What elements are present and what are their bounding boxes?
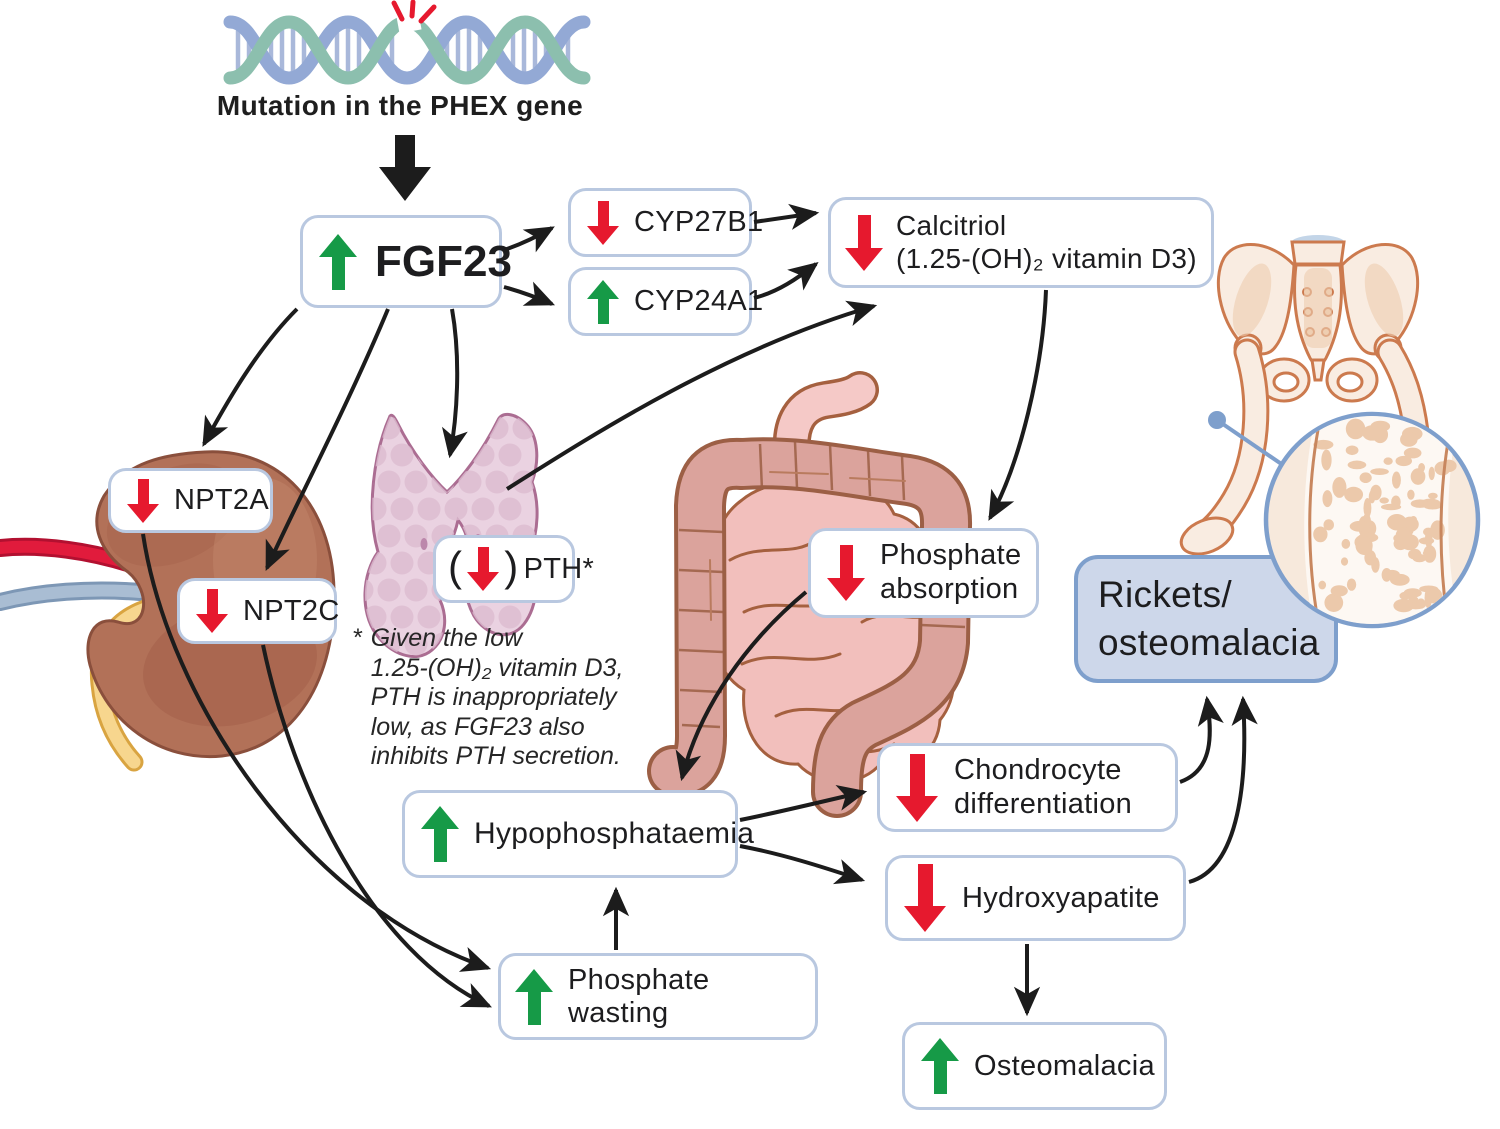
up-arrow-icon: [421, 806, 459, 862]
node-osteomalacia: Osteomalacia: [902, 1022, 1167, 1110]
down-arrow-icon: [896, 753, 938, 822]
pth-footnote: * Given the low 1.25-(OH)₂ vitamin D3, P…: [352, 624, 662, 772]
node-label: CYP27B1: [634, 206, 764, 238]
node-sublabel: osteomalacia: [1098, 622, 1320, 663]
down-arrow-icon: [845, 214, 883, 271]
up-arrow-icon: [921, 1038, 959, 1094]
node-cyp24a1: CYP24A1: [568, 267, 763, 336]
footnote-line: PTH is inappropriately: [370, 683, 617, 711]
down-arrow-icon: [467, 547, 500, 591]
footnote-line: inhibits PTH secretion.: [370, 742, 621, 770]
pelvis-and-femur-icon: [1179, 235, 1430, 556]
node-sublabel: differentiation: [954, 787, 1133, 820]
down-arrow-icon: [196, 589, 228, 633]
bone-shading: [1232, 263, 1404, 348]
node-cyp27b1: CYP27B1: [568, 188, 763, 257]
node-label: Phosphate: [880, 539, 1022, 572]
close-paren: ): [504, 543, 519, 590]
up-arrow-icon: [587, 279, 619, 324]
node-pth: ( ) PTH*: [433, 535, 594, 603]
node-label: Osteomalacia: [974, 1049, 1155, 1082]
node-phosphate-absorption: Phosphate absorption: [808, 528, 1039, 618]
down-arrow-icon: [587, 200, 619, 245]
node-sublabel: (1.25-(OH)₂ vitamin D3): [896, 242, 1197, 274]
node-label: Chondrocyte: [954, 753, 1122, 786]
up-arrow-icon: [515, 968, 553, 1025]
node-label: Phosphate wasting: [568, 963, 710, 1029]
node-label: FGF23: [375, 236, 512, 286]
node-sublabel: absorption: [880, 573, 1019, 605]
node-chondrocyte-differentiation: Chondrocyte differentiation: [877, 743, 1178, 832]
node-label: CYP24A1: [634, 285, 764, 317]
node-label: PTH*: [523, 552, 595, 585]
up-arrow-icon: [319, 233, 357, 290]
mutation-spark-icon: [391, 0, 437, 24]
node-label: Calcitriol: [896, 210, 1007, 242]
node-label: NPT2C: [243, 594, 340, 627]
footnote-line: low, as FGF23 also: [370, 712, 585, 741]
node-phosphate-wasting: Phosphate wasting: [498, 953, 818, 1040]
down-arrow-icon: [827, 545, 865, 601]
node-label: Hydroxyapatite: [962, 881, 1160, 914]
diagram-title: Mutation in the PHEX gene: [216, 90, 584, 121]
node-fgf23: FGF23: [300, 215, 512, 308]
node-npt2a: NPT2A: [108, 468, 273, 533]
node-rickets-osteomalacia: Rickets/ osteomalacia: [1074, 555, 1338, 683]
down-arrow-icon: [127, 478, 159, 523]
down-arrow-icon: [904, 864, 946, 932]
node-label: NPT2A: [174, 484, 269, 516]
dna-helix-icon: [223, 0, 591, 85]
footnote-marker: *: [352, 624, 362, 652]
node-npt2c: NPT2C: [177, 578, 340, 644]
node-calcitriol: Calcitriol (1.25-(OH)₂ vitamin D3): [828, 197, 1214, 288]
open-paren: (: [448, 543, 463, 590]
node-label: Rickets/: [1098, 573, 1232, 615]
node-hydroxyapatite: Hydroxyapatite: [885, 855, 1186, 941]
footnote-line: Given the low: [370, 624, 523, 652]
node-label: Hypophosphataemia: [474, 817, 755, 850]
footnote-line: 1.25-(OH)₂ vitamin D3,: [370, 653, 624, 682]
node-hypophosphataemia: Hypophosphataemia: [402, 790, 754, 878]
